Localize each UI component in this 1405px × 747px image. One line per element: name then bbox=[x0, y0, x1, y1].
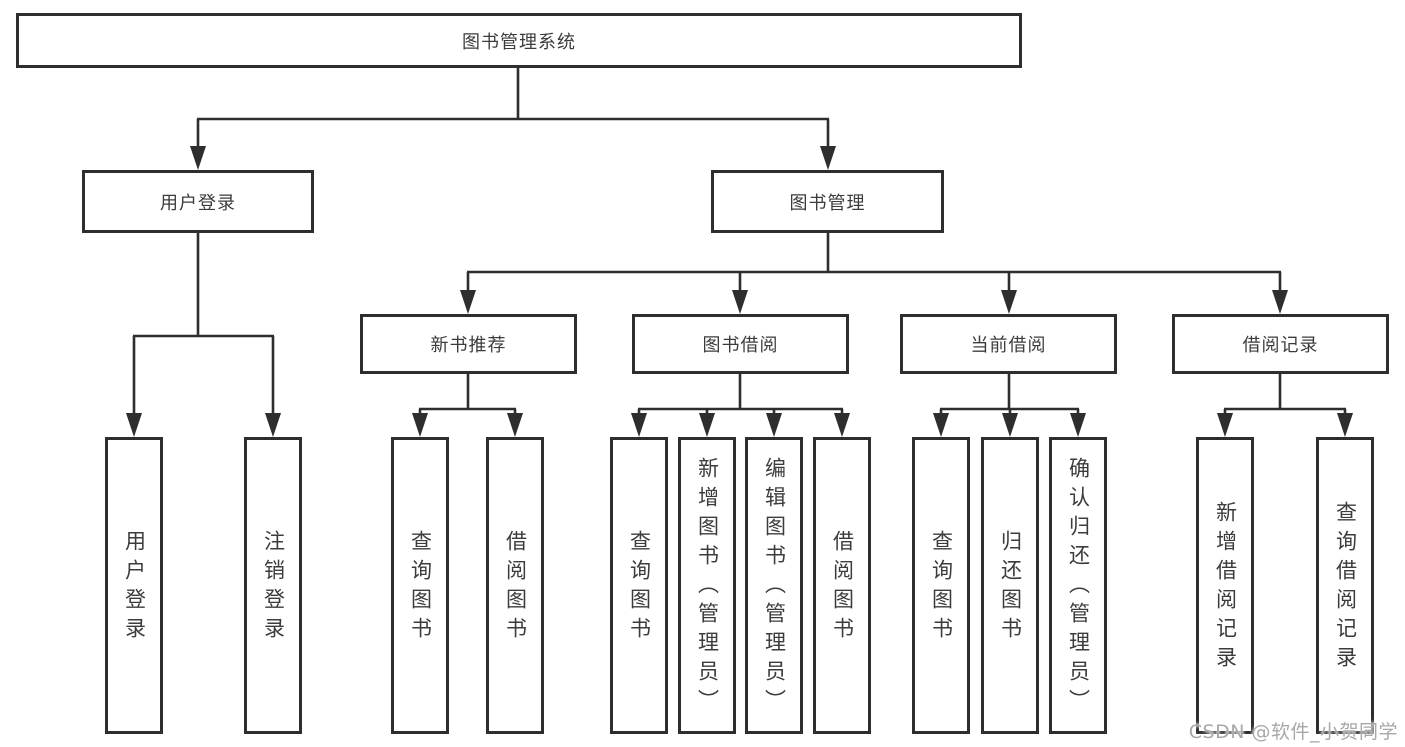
node-borrow-records: 借阅记录 bbox=[1172, 314, 1389, 374]
leaf-logout: 注销登录 bbox=[244, 437, 302, 734]
csdn-watermark: CSDN @软件_小贺同学 bbox=[1188, 721, 1398, 743]
leaf-borrow-books: 借阅图书 bbox=[813, 437, 871, 734]
connector-paths bbox=[132, 68, 1347, 416]
node-user-login-branch: 用户登录 bbox=[82, 170, 314, 233]
leaf-user-login: 用户登录 bbox=[105, 437, 163, 734]
leaf-add-book-admin: 新增图书（管理员） bbox=[678, 437, 736, 734]
node-library-system: 图书管理系统 bbox=[16, 13, 1022, 68]
leaf-query-books-recommend: 查询图书 bbox=[391, 437, 449, 734]
node-new-book-recommend: 新书推荐 bbox=[360, 314, 577, 374]
leaf-query-books-borrow: 查询图书 bbox=[610, 437, 668, 734]
arrowhead-icons bbox=[126, 146, 1353, 437]
leaf-query-borrow-record: 查询借阅记录 bbox=[1316, 437, 1374, 734]
node-book-borrow: 图书借阅 bbox=[632, 314, 849, 374]
leaf-edit-book-admin: 编辑图书（管理员） bbox=[745, 437, 803, 734]
node-current-borrow: 当前借阅 bbox=[900, 314, 1117, 374]
leaf-add-borrow-record: 新增借阅记录 bbox=[1196, 437, 1254, 734]
leaf-query-books-current: 查询图书 bbox=[912, 437, 970, 734]
node-book-management-branch: 图书管理 bbox=[711, 170, 944, 233]
leaf-borrow-books-recommend: 借阅图书 bbox=[486, 437, 544, 734]
leaf-confirm-return-admin: 确认归还（管理员） bbox=[1049, 437, 1107, 734]
leaf-return-books: 归还图书 bbox=[981, 437, 1039, 734]
